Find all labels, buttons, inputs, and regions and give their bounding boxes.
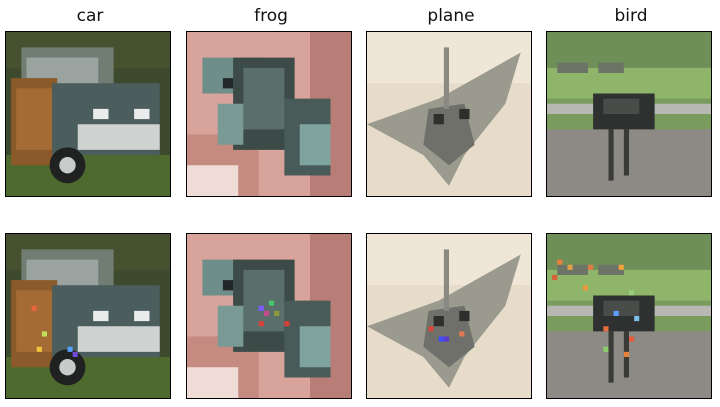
plane-image-perturbed — [366, 233, 532, 399]
column-title-frog: frog — [254, 6, 288, 26]
bird-image-original — [546, 31, 712, 197]
car-image-perturbed — [5, 233, 171, 399]
bird-image-perturbed — [546, 233, 712, 399]
column-title-car: car — [76, 6, 104, 26]
column-title-plane: plane — [427, 6, 475, 26]
column-title-bird: bird — [614, 6, 648, 26]
plane-image-original — [366, 31, 532, 197]
car-image-original — [5, 31, 171, 197]
frog-image-perturbed — [186, 233, 352, 399]
frog-image-original — [186, 31, 352, 197]
